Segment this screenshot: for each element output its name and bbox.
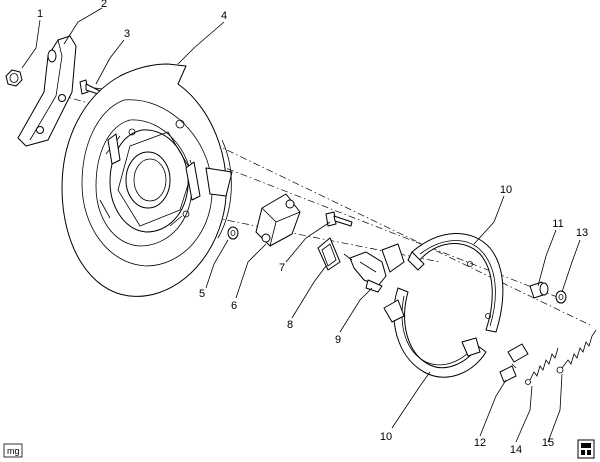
mg-badge: mg bbox=[3, 443, 23, 458]
part-10-lower-shoe bbox=[383, 287, 487, 378]
callout-10-upper: 10 bbox=[500, 184, 512, 196]
callout-5: 5 bbox=[199, 288, 205, 300]
part-2-bracket bbox=[17, 35, 77, 147]
callout-6: 6 bbox=[231, 300, 237, 312]
part-5-washer bbox=[227, 226, 239, 240]
mg-badge-text: mg bbox=[7, 446, 20, 456]
part-8-clip bbox=[317, 237, 341, 271]
callout-14: 14 bbox=[510, 444, 522, 456]
callout-3: 3 bbox=[124, 28, 130, 40]
callout-10-lower: 10 bbox=[380, 431, 392, 443]
callout-13: 13 bbox=[576, 227, 588, 239]
callout-11: 11 bbox=[552, 218, 563, 230]
callout-9: 9 bbox=[335, 334, 341, 346]
part-10-upper-shoe bbox=[407, 233, 504, 333]
leader-lines bbox=[21, 7, 581, 443]
part-13-retainer bbox=[555, 290, 567, 304]
callout-15: 15 bbox=[542, 437, 554, 449]
callout-8: 8 bbox=[287, 319, 293, 331]
part-7-bolt bbox=[325, 211, 353, 227]
part-12-adjuster-screw bbox=[499, 343, 529, 383]
part-6-block bbox=[255, 193, 301, 247]
callout-12: 12 bbox=[474, 437, 486, 449]
callout-1: 1 bbox=[37, 8, 43, 20]
page-corner-icon bbox=[577, 439, 595, 459]
callout-7: 7 bbox=[279, 262, 285, 274]
part-11-cap bbox=[529, 281, 549, 299]
callout-labels: 1 2 3 4 5 6 7 8 9 10 10 11 12 13 14 15 bbox=[37, 0, 588, 456]
part-1-nut bbox=[5, 69, 23, 87]
part-14-spring bbox=[525, 347, 559, 385]
part-4-backing-plate bbox=[61, 63, 233, 297]
callout-4: 4 bbox=[221, 10, 227, 22]
part-15-spring bbox=[556, 329, 597, 374]
callout-2: 2 bbox=[101, 0, 107, 10]
part-9-adjuster bbox=[343, 243, 405, 293]
